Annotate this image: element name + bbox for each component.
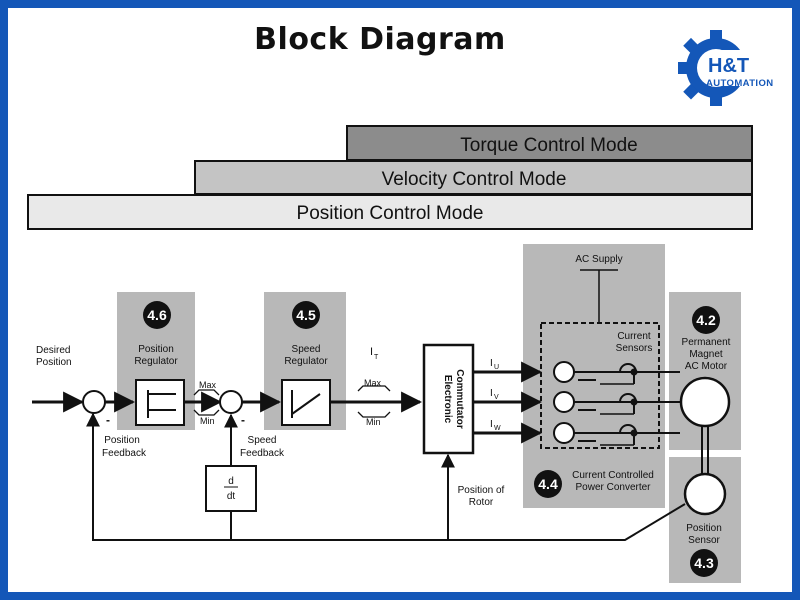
speed-summing-junction <box>219 390 243 414</box>
iw-label: I <box>490 419 493 430</box>
differentiator-block <box>205 465 257 512</box>
current-sensors-label-2: Sensors <box>616 343 653 354</box>
converter-label-2: Power Converter <box>575 482 651 493</box>
torque-mode-bar <box>346 125 753 161</box>
commutator-label-1: Electronic <box>442 375 453 424</box>
position-regulator-label-1: Position <box>138 344 174 355</box>
page-title: Block Diagram <box>254 22 506 57</box>
badge-4-5: 4.5 <box>292 301 320 329</box>
desired-position-label-2: Position <box>36 357 72 368</box>
current-sensors-label-1: Current <box>617 331 651 342</box>
badge-4-2: 4.2 <box>692 306 720 334</box>
svg-text:4.4: 4.4 <box>538 476 558 492</box>
phase-u <box>553 361 680 385</box>
speed-feedback-label-2: Feedback <box>240 448 285 459</box>
torque-mode-label: Torque Control Mode <box>460 135 637 156</box>
position-feedback-label-1: Position <box>104 435 140 446</box>
logo-brand: H&T <box>708 55 749 77</box>
position-of-rotor-label-1: Position of <box>458 485 505 496</box>
max-limit-1: Max <box>199 380 217 390</box>
position-sensor <box>683 472 727 516</box>
phase-v <box>553 391 680 415</box>
position-sensor-label-2: Sensor <box>688 535 720 546</box>
logo-sub: AUTOMATION <box>706 78 774 89</box>
badge-4-3: 4.3 <box>690 549 718 577</box>
min-limit-1-shape <box>193 409 220 416</box>
speed-regulator-block <box>281 379 331 426</box>
position-feedback-line <box>86 412 686 541</box>
velocity-mode-label: Velocity Control Mode <box>382 169 567 190</box>
velocity-mode-bar <box>194 160 753 195</box>
speed-feedback-label-1: Speed <box>248 435 277 446</box>
min-limit-2: Min <box>366 417 381 427</box>
position-of-rotor-label-2: Rotor <box>469 497 494 508</box>
max-limit-1-shape <box>193 389 220 396</box>
minus-sign-2: - <box>241 413 245 427</box>
position-feedback-label-2: Feedback <box>102 448 147 459</box>
ddt-denominator: dt <box>227 491 236 502</box>
max-limit-2: Max <box>364 378 382 388</box>
position-sensor-label-1: Position <box>686 523 722 534</box>
svg-text:4.2: 4.2 <box>696 312 716 328</box>
position-regulator-block <box>135 379 185 426</box>
position-summing-junction <box>82 390 106 414</box>
it-label: I <box>370 346 373 358</box>
speed-regulator-label-2: Regulator <box>284 356 328 367</box>
position-regulator-curve <box>147 390 176 418</box>
position-mode-bar <box>27 194 753 230</box>
iu-label: I <box>490 358 493 369</box>
max-limit-2-shape <box>357 385 391 392</box>
desired-position-label-1: Desired <box>36 345 70 356</box>
motor-label-3: AC Motor <box>685 361 728 372</box>
min-limit-2-shape <box>357 411 391 418</box>
ac-supply-label: AC Supply <box>575 254 622 265</box>
svg-text:4.3: 4.3 <box>694 555 714 571</box>
brand-logo: H&T AUTOMATION <box>678 30 784 106</box>
motor-label-1: Permanent <box>682 337 731 348</box>
converter-label-1: Current Controlled <box>572 470 654 481</box>
ddt-numerator: d <box>228 476 234 487</box>
position-regulator-label-2: Regulator <box>134 356 178 367</box>
iv-label: I <box>490 388 493 399</box>
iw-subscript: W <box>494 425 501 432</box>
badge-4-4: 4.4 <box>534 470 562 498</box>
minus-sign-1: - <box>106 413 110 427</box>
badge-4-6: 4.6 <box>143 301 171 329</box>
electronic-commutator-block <box>422 343 475 455</box>
position-mode-label: Position Control Mode <box>297 203 484 224</box>
it-subscript: T <box>374 354 379 361</box>
power-converter-panel <box>523 244 665 508</box>
min-limit-1: Min <box>200 416 215 426</box>
phase-w <box>553 422 680 446</box>
iv-subscript: V <box>494 394 499 401</box>
speed-regulator-curve <box>291 390 321 418</box>
ac-motor <box>679 376 731 428</box>
motor-label-2: Magnet <box>689 349 723 360</box>
svg-text:4.6: 4.6 <box>147 307 167 323</box>
speed-regulator-label-1: Speed <box>292 344 321 355</box>
svg-text:4.5: 4.5 <box>296 307 316 323</box>
iu-subscript: U <box>494 364 499 371</box>
converter-dashed-box <box>540 322 660 449</box>
commutator-label-2: Commutator <box>454 369 465 429</box>
